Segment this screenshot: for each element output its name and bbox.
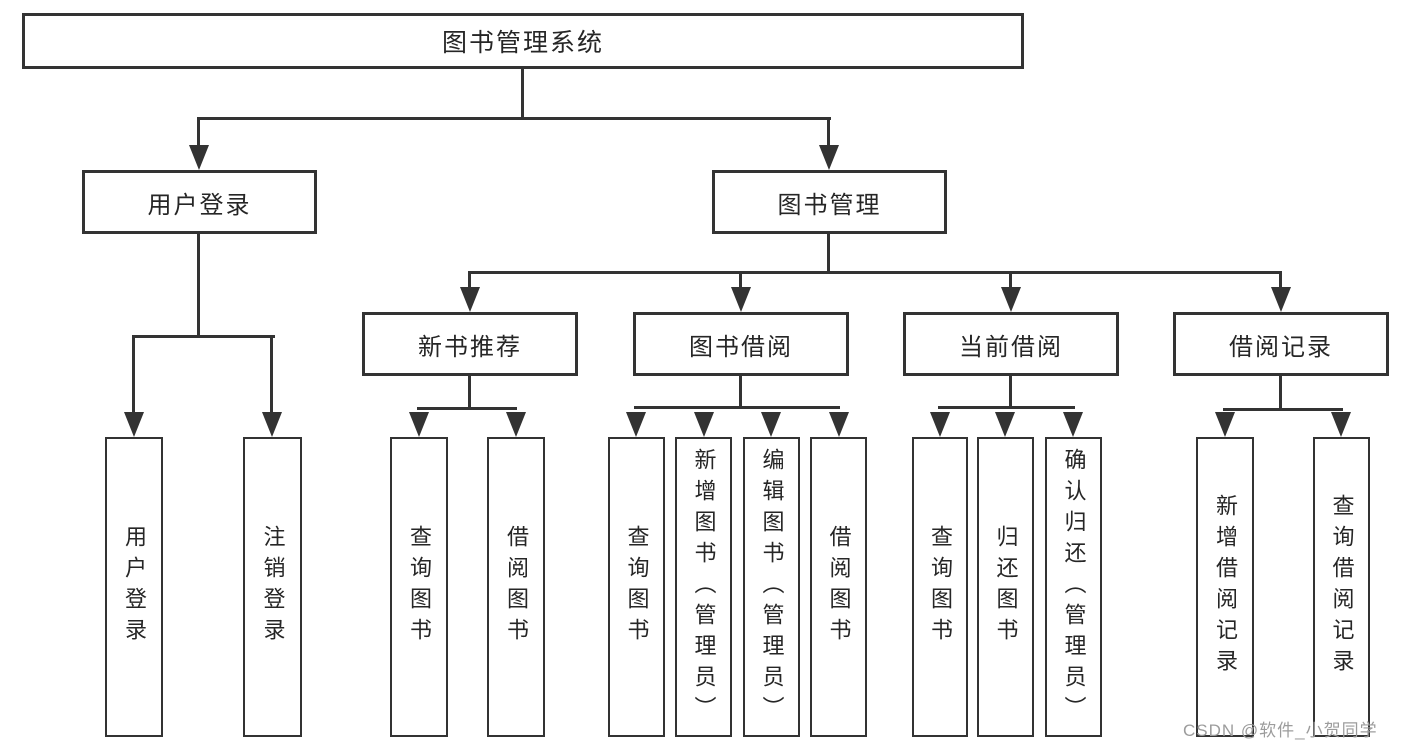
arrow-to-book-borrow xyxy=(731,287,751,312)
connector-drop-current-borrow xyxy=(1009,271,1012,289)
arrow-to-confirm-return-admin xyxy=(1063,412,1083,437)
leaf-user-login: 用户登录 xyxy=(105,437,163,737)
arrow-to-user-login xyxy=(189,145,209,170)
node-new-book-rec: 新书推荐 xyxy=(362,312,578,376)
node-user-login-label: 用户登录 xyxy=(147,191,252,219)
node-root-label: 图书管理系统 xyxy=(441,29,604,57)
leaf-query-borrow-record-label: 查询借阅记录 xyxy=(1329,494,1355,680)
leaf-query-book-b: 查询图书 xyxy=(608,437,665,737)
connector-drop-leaf-logout xyxy=(270,335,273,413)
leaf-add-borrow-record: 新增借阅记录 xyxy=(1196,437,1254,737)
arrow-to-current-borrow xyxy=(1001,287,1021,312)
leaf-edit-book-admin: 编辑图书（管理员） xyxy=(743,437,800,737)
arrow-to-edit-book-admin xyxy=(761,412,781,437)
node-root: 图书管理系统 xyxy=(22,13,1024,69)
connector-drop-leaf-user-login xyxy=(132,335,135,413)
node-borrow-record-label: 借阅记录 xyxy=(1229,333,1333,361)
connector-current-borrow-stem xyxy=(1009,376,1012,406)
arrow-to-add-book-admin xyxy=(694,412,714,437)
connector-root-stem xyxy=(521,69,524,117)
arrow-to-return-book xyxy=(995,412,1015,437)
connector-new-book-rec-stem xyxy=(468,376,471,407)
connector-drop-book-borrow xyxy=(739,271,742,289)
node-current-borrow: 当前借阅 xyxy=(903,312,1119,376)
connector-book-mgmt-stem xyxy=(827,234,830,274)
arrow-to-borrow-book-a xyxy=(506,412,526,437)
leaf-user-login-label: 用户登录 xyxy=(122,525,147,649)
leaf-confirm-return-admin-label: 确认归还（管理员） xyxy=(1061,447,1087,727)
node-new-book-rec-label: 新书推荐 xyxy=(418,333,522,361)
node-book-borrow-label: 图书借阅 xyxy=(689,333,793,361)
connector-drop-new-book-rec xyxy=(468,271,471,289)
leaf-query-book-b-label: 查询图书 xyxy=(624,525,650,649)
connector-user-login-stem xyxy=(197,234,200,335)
leaf-add-book-admin-label: 新增图书（管理员） xyxy=(691,447,717,727)
connector-root-bar xyxy=(197,117,831,120)
connector-drop-borrow-record xyxy=(1279,271,1282,289)
connector-borrow-record-stem xyxy=(1279,376,1282,408)
arrow-to-new-book-rec xyxy=(460,287,480,312)
leaf-edit-book-admin-label: 编辑图书（管理员） xyxy=(759,447,785,727)
leaf-query-borrow-record: 查询借阅记录 xyxy=(1313,437,1370,737)
csdn-watermark: CSDN @软件_小贺同学 xyxy=(1183,721,1378,740)
leaf-query-book-a-label: 查询图书 xyxy=(407,525,432,649)
connector-book-borrow-stem xyxy=(739,376,742,406)
leaf-query-book-c: 查询图书 xyxy=(912,437,968,737)
leaf-query-book-c-label: 查询图书 xyxy=(928,525,953,649)
arrow-to-leaf-user-login xyxy=(124,412,144,437)
leaf-add-book-admin: 新增图书（管理员） xyxy=(675,437,732,737)
leaf-borrow-book-a: 借阅图书 xyxy=(487,437,545,737)
leaf-borrow-book-b-label: 借阅图书 xyxy=(826,525,852,649)
arrow-to-query-book-b xyxy=(626,412,646,437)
connector-book-mgmt-bar xyxy=(468,271,1282,274)
leaf-confirm-return-admin: 确认归还（管理员） xyxy=(1045,437,1102,737)
leaf-logout-label: 注销登录 xyxy=(260,525,286,649)
leaf-query-book-a: 查询图书 xyxy=(390,437,448,737)
node-book-borrow: 图书借阅 xyxy=(633,312,849,376)
arrow-to-add-borrow-record xyxy=(1215,412,1235,437)
node-borrow-record: 借阅记录 xyxy=(1173,312,1389,376)
connector-book-borrow-bar xyxy=(634,406,840,409)
leaf-return-book-label: 归还图书 xyxy=(993,525,1019,649)
leaf-borrow-book-a-label: 借阅图书 xyxy=(504,525,529,649)
leaf-borrow-book-b: 借阅图书 xyxy=(810,437,867,737)
arrow-to-book-mgmt xyxy=(819,145,839,170)
connector-drop-user-login xyxy=(197,117,200,149)
node-current-borrow-label: 当前借阅 xyxy=(959,333,1063,361)
arrow-to-borrow-record xyxy=(1271,287,1291,312)
connector-drop-book-mgmt xyxy=(827,117,830,149)
connector-new-book-rec-bar xyxy=(417,407,517,410)
node-book-mgmt-label: 图书管理 xyxy=(777,191,882,219)
node-book-mgmt: 图书管理 xyxy=(712,170,947,234)
connector-current-borrow-bar xyxy=(938,406,1075,409)
arrow-to-leaf-logout xyxy=(262,412,282,437)
leaf-add-borrow-record-label: 新增借阅记录 xyxy=(1213,494,1238,680)
node-user-login: 用户登录 xyxy=(82,170,317,234)
arrow-to-borrow-book-b xyxy=(829,412,849,437)
connector-borrow-record-bar xyxy=(1223,408,1343,411)
connector-user-login-bar xyxy=(132,335,275,338)
leaf-return-book: 归还图书 xyxy=(977,437,1034,737)
arrow-to-query-book-a xyxy=(409,412,429,437)
leaf-logout: 注销登录 xyxy=(243,437,302,737)
arrow-to-query-book-c xyxy=(930,412,950,437)
arrow-to-query-borrow-record xyxy=(1331,412,1351,437)
